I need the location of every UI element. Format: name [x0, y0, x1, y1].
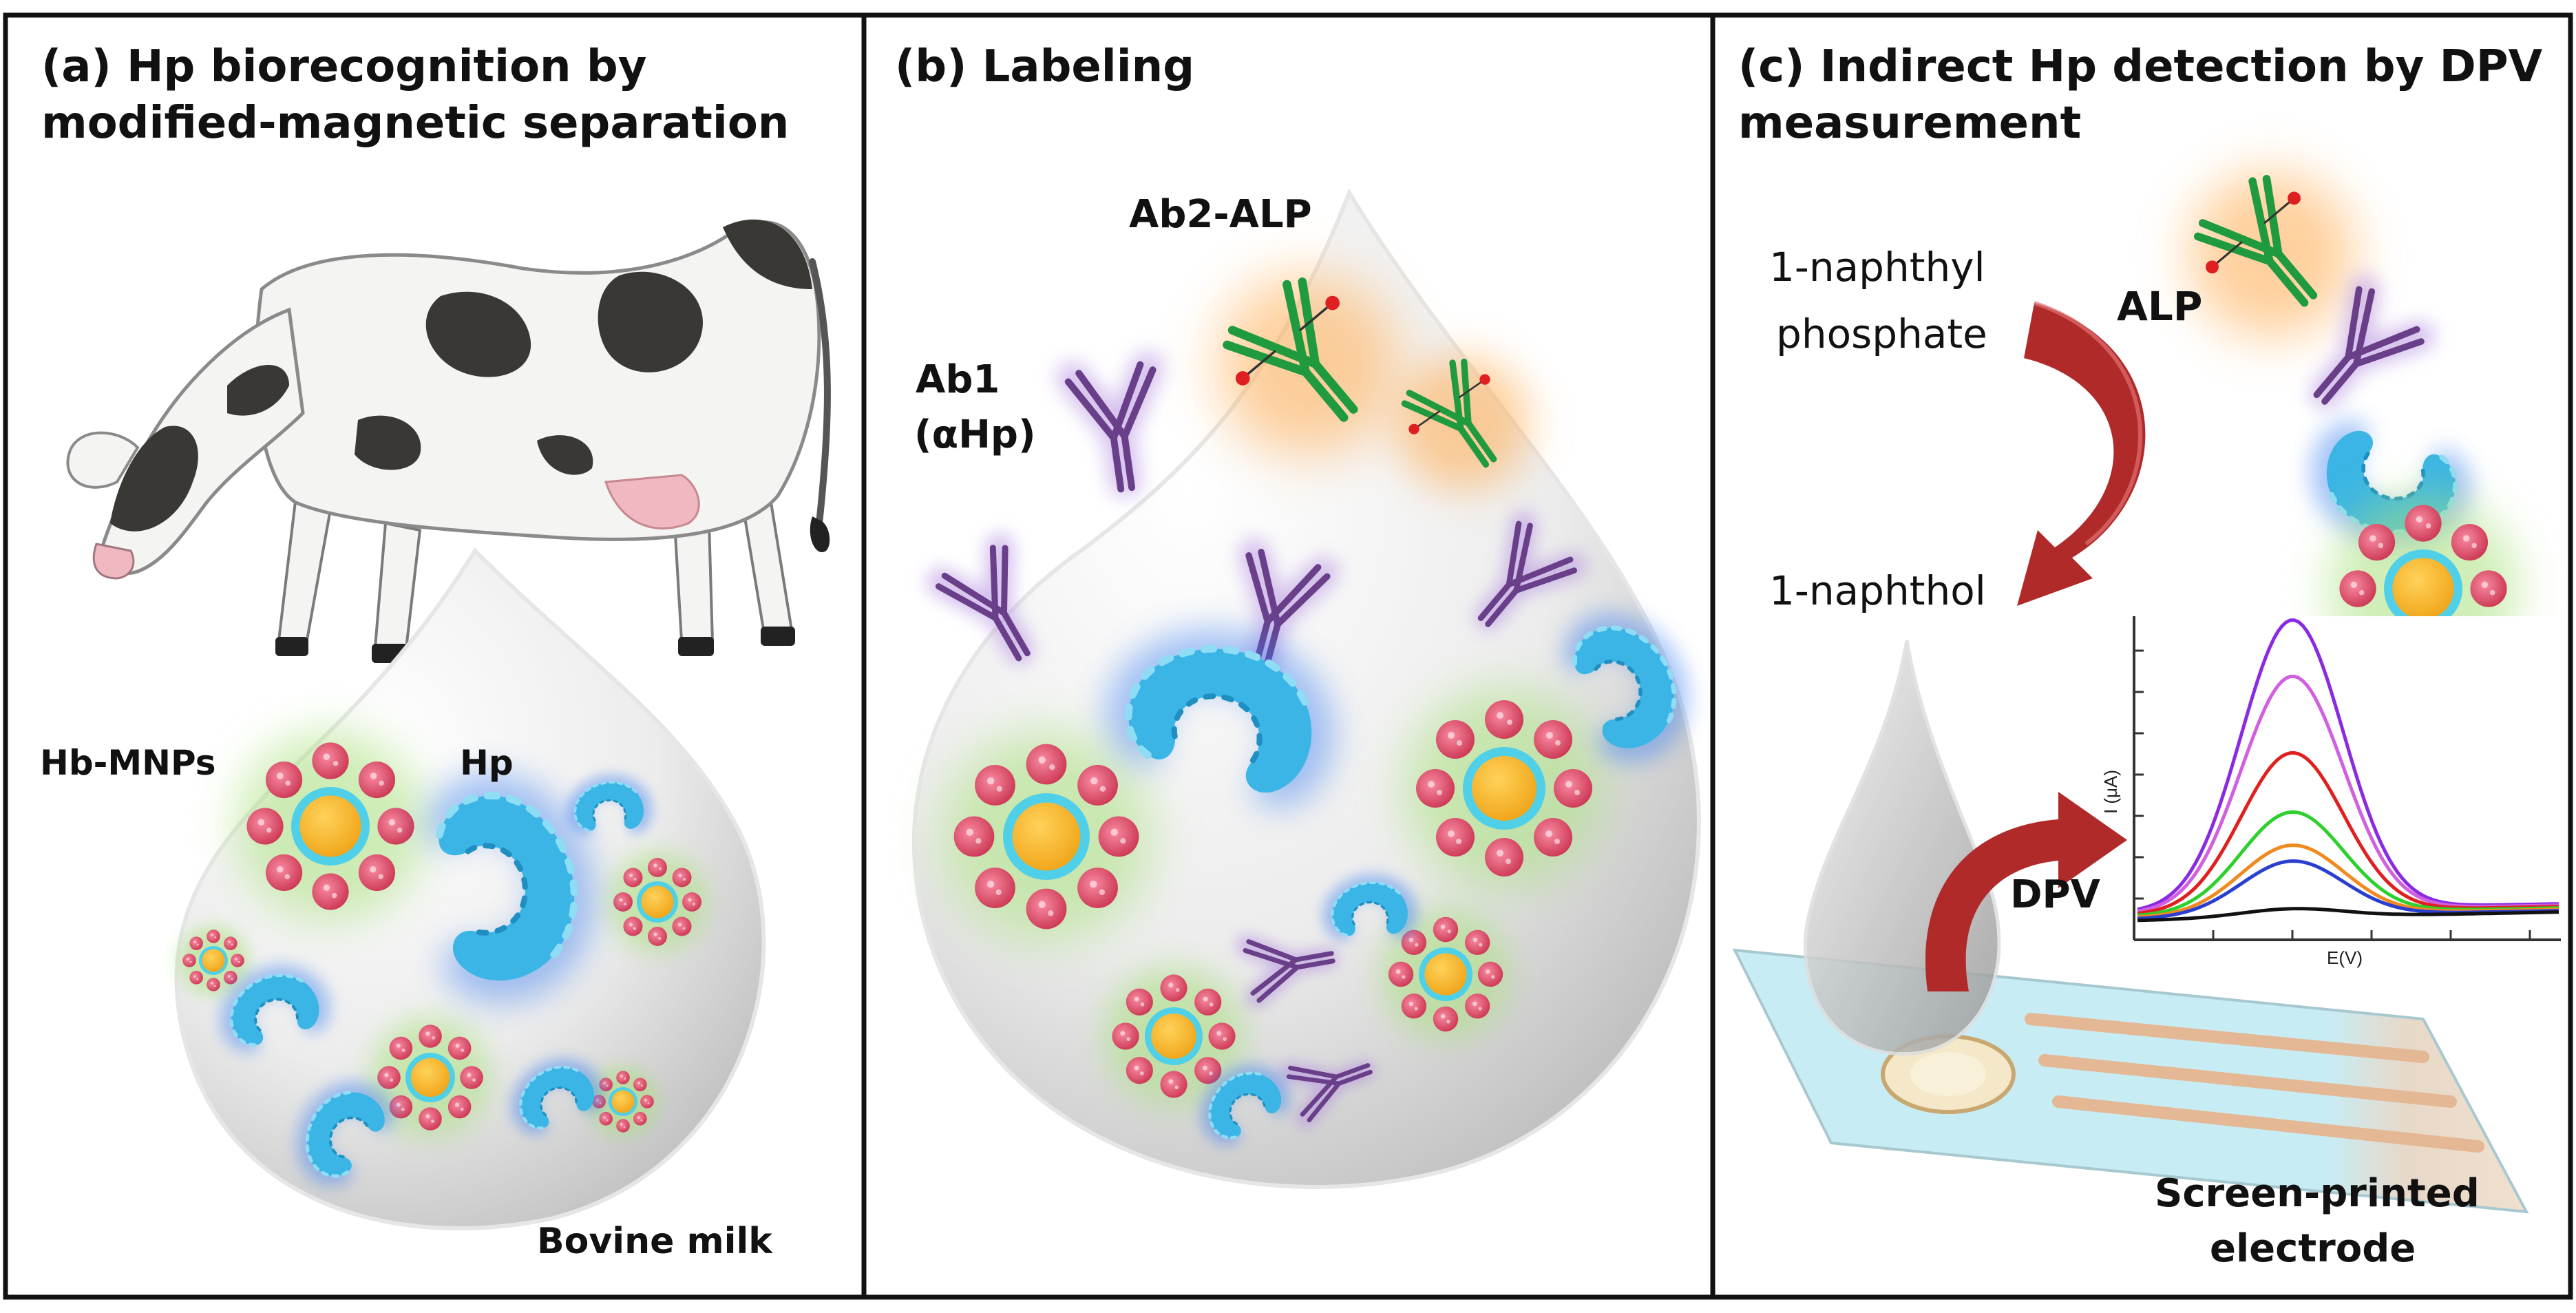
panel-frames	[3, 12, 2573, 1300]
panel-a-title-line1: (a) Hp biorecognition by	[41, 41, 646, 92]
label-product: 1-naphthol	[1769, 567, 1986, 614]
label-alp: ALP	[2117, 283, 2202, 330]
panel-b-title: (b) Labeling	[895, 41, 1194, 92]
label-ab1: Ab1	[916, 357, 1000, 402]
label-bovine-milk: Bovine milk	[537, 1221, 773, 1262]
droplet-icon	[174, 547, 766, 1230]
chart-series	[2137, 618, 2559, 923]
sandwich-complex-icon	[2155, 138, 2518, 684]
panel-a: (a) Hp biorecognition by modified-magnet…	[40, 41, 831, 1262]
x-axis-label: E(V)	[2327, 947, 2363, 968]
curved-arrow-icon	[2017, 301, 2146, 606]
label-hb-mnps: Hb-MNPs	[40, 743, 216, 783]
label-substrate-line2: phosphate	[1776, 311, 1987, 357]
label-ab1-alpha-hp: (αHp)	[914, 412, 1036, 457]
label-electrode-line2: electrode	[2210, 1226, 2416, 1271]
series-line-7	[2137, 907, 2559, 923]
curved-arrow-icon	[1925, 792, 2127, 991]
y-ticks	[2134, 649, 2144, 941]
label-electrode-line1: Screen-printed	[2155, 1171, 2480, 1216]
label-dpv: DPV	[2010, 872, 2101, 917]
x-ticks	[2133, 930, 2531, 940]
voltammogram-chart: E(V) I (μA)	[2100, 616, 2561, 968]
panel-a-title-line2: modified-magnetic separation	[41, 98, 789, 149]
y-axis-label: I (μA)	[2100, 770, 2121, 814]
panel-b: (b) Labeling Ab2-ALP Ab1 (αHp)	[895, 41, 1715, 1189]
panel-c-title-line2: measurement	[1738, 98, 2081, 149]
cow-icon	[66, 219, 831, 663]
label-substrate-line1: 1-naphthyl	[1769, 244, 1985, 291]
label-ab2-alp: Ab2-ALP	[1129, 192, 1312, 237]
panel-c: (c) Indirect Hp detection by DPV measure…	[1732, 41, 2561, 1271]
droplet-icon	[1803, 640, 2001, 1056]
label-hp: Hp	[460, 743, 514, 783]
panel-c-title-line1: (c) Indirect Hp detection by DPV	[1738, 41, 2543, 92]
